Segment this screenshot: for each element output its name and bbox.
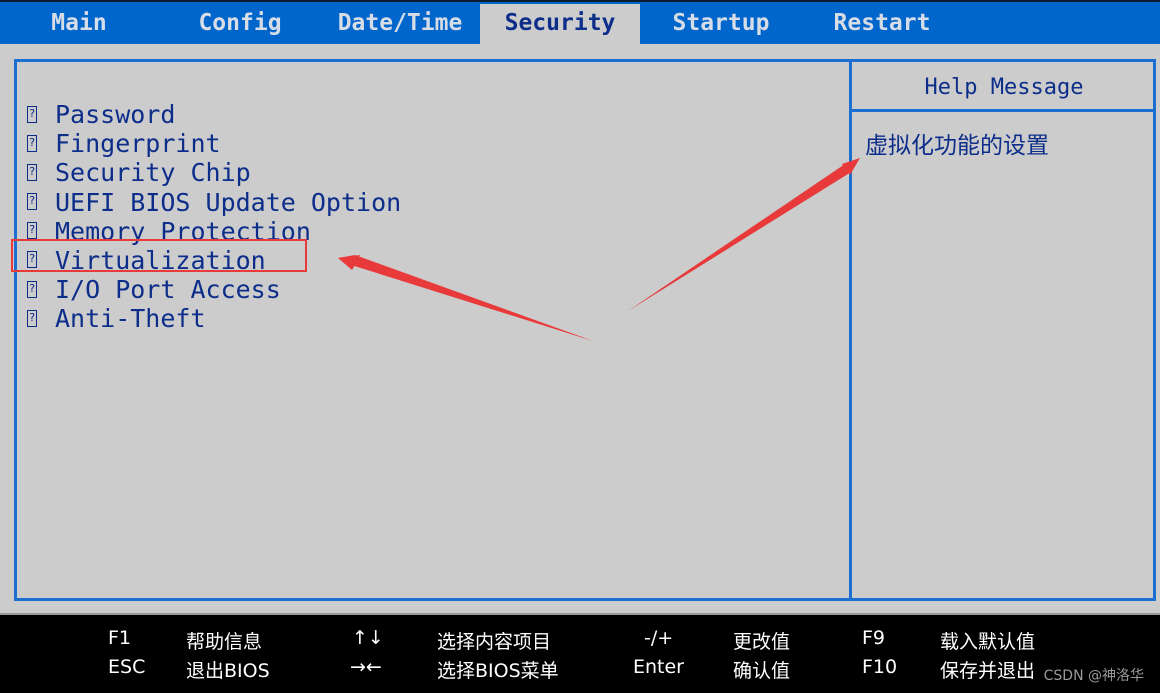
key-f1: F1 [108,627,132,649]
menu-item-memory-protection[interactable]: ? Memory Protection [27,217,401,246]
menu-item-password[interactable]: ? Password [27,100,401,129]
submenu-icon: ? [27,251,37,269]
key-f1-desc: 帮助信息 [186,631,263,653]
submenu-icon: ? [27,309,37,327]
key-f10: F10 [862,656,898,678]
tab-date-time[interactable]: Date/Time [337,10,463,36]
panel-divider [849,62,852,598]
tab-startup[interactable]: Startup [672,10,770,36]
submenu-icon: ? [27,105,37,123]
submenu-icon: ? [27,222,37,240]
key-enter: Enter [633,656,684,678]
menu-item-io-port-access[interactable]: ? I/O Port Access [27,275,401,304]
tab-restart[interactable]: Restart [833,10,931,36]
tab-bar: Main Config Date/Time Security Startup R… [0,0,1160,46]
main-panel: ? Password ? Fingerprint ? Security Chip ? U… [14,59,1156,601]
key-left-right-desc: 选择BIOS菜单 [437,660,559,682]
menu-item-anti-theft[interactable]: ? Anti-Theft [27,304,401,333]
key-help-footer: F1 帮助信息 ESC 退出BIOS ↑↓ 选择内容项目 →← 选择BIOS菜单… [0,615,1160,693]
menu-item-uefi-bios-update-option[interactable]: ? UEFI BIOS Update Option [27,188,401,217]
tab-main[interactable]: Main [51,10,107,36]
key-enter-desc: 确认值 [733,660,791,682]
tab-security[interactable]: Security [480,4,640,46]
menu-item-fingerprint[interactable]: ? Fingerprint [27,129,401,158]
key-minus-plus-desc: 更改值 [733,631,791,653]
help-message-text: 虚拟化功能的设置 [865,133,1049,159]
menu-item-label: Fingerprint [55,129,221,159]
footer-separator [0,613,1160,615]
menu-item-label: I/O Port Access [55,275,281,305]
menu-item-label: Password [55,100,176,129]
watermark: CSDN @神洛华 [1043,668,1144,684]
tab-config[interactable]: Config [198,10,282,36]
key-up-down-desc: 选择内容项目 [437,631,552,653]
menu-item-label: Anti-Theft [55,304,206,334]
submenu-icon: ? [27,134,37,152]
key-left-right-arrows-icon: →← [350,656,382,678]
key-esc-desc: 退出BIOS [186,660,270,682]
key-minus-plus: -/+ [644,627,674,649]
key-up-down-arrows-icon: ↑↓ [352,627,384,649]
menu-item-label: Memory Protection [55,216,311,246]
key-f9: F9 [862,627,886,649]
menu-item-label: Virtualization [55,245,266,275]
security-menu-list: ? Password ? Fingerprint ? Security Chip ? U… [27,100,401,334]
menu-item-virtualization[interactable]: ? Virtualization [27,246,401,275]
help-message-title: Help Message [852,62,1156,112]
key-f9-desc: 载入默认值 [940,631,1036,653]
menu-item-security-chip[interactable]: ? Security Chip [27,158,401,187]
submenu-icon: ? [27,163,37,181]
submenu-icon: ? [27,193,37,211]
menu-item-label: Security Chip [55,158,251,188]
key-f10-desc: 保存并退出 [940,660,1036,682]
submenu-icon: ? [27,280,37,298]
menu-item-label: UEFI BIOS Update Option [55,187,402,217]
key-esc: ESC [108,656,146,678]
